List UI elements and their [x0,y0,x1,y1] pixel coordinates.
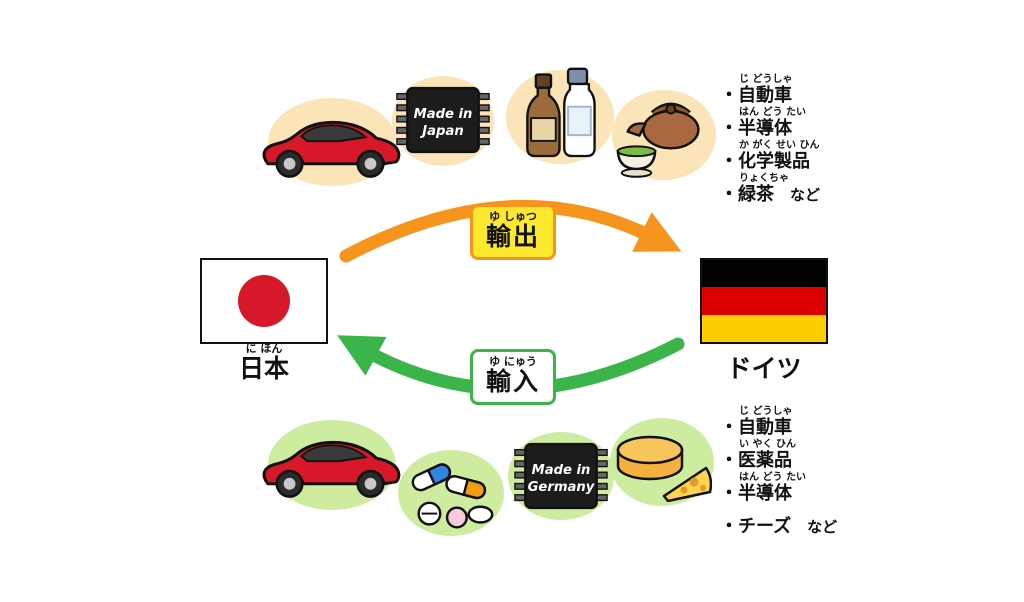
item-label: 緑茶 [738,184,774,205]
bullet: ・ [720,450,738,471]
germany-name: ドイツ [726,354,802,383]
import-label-box: ゆ にゅう 輸入 [470,349,556,405]
item-label: チーズ [738,516,792,537]
list-item: い やく ひん ・医薬品 [720,439,960,471]
export-goods-list: じ どうしゃ ・自動車 はん どう たい ・半導体 か がく せい ひん ・化学… [720,74,960,206]
item-suffix: など [807,518,838,536]
list-item: じ どうしゃ ・自動車 [720,74,960,106]
item-furigana: はん どう たい [739,107,806,118]
japan-name: 日本 [238,354,289,383]
car-icon [256,116,404,182]
item-label: 半導体 [738,483,792,504]
chemical-bottles-icon [526,67,596,158]
chip-made-in-germany-line2: Germany [528,480,596,495]
item-furigana: か がく せい ひん [739,140,820,151]
germany-country-label: ドイツ [700,354,828,384]
list-item: ・チーズなど [720,505,960,537]
list-item: はん どう たい ・半導体 [720,107,960,139]
cheese-icon [616,435,712,502]
japan-flag-sun [238,275,290,327]
item-furigana: りょくちゃ [739,173,789,184]
japan-furigana: に ほん [245,342,283,355]
item-furigana: じ どうしゃ [739,406,793,417]
item-suffix: など [790,186,821,204]
bullet: ・ [720,417,738,438]
bullet: ・ [720,118,738,139]
item-label: 自動車 [738,417,792,438]
japan-flag [200,258,328,344]
import-furigana: ゆ にゅう [489,355,537,368]
import-goods-list: じ どうしゃ ・自動車 い やく ひん ・医薬品 はん どう たい ・半導体 ・… [720,406,960,538]
chip-made-in-japan-line1: Made in [414,107,473,122]
car-icon [256,436,404,502]
bullet: ・ [720,151,738,172]
item-furigana: い やく ひん [739,439,796,450]
list-item: じ どうしゃ ・自動車 [720,406,960,438]
germany-flag-red-stripe [702,287,826,315]
germany-flag-gold-stripe [702,314,826,342]
import-kanji: 輸入 [485,367,540,397]
green-tea-icon [616,102,700,178]
list-item: はん どう たい ・半導体 [720,472,960,504]
chip-made-in-germany-line1: Made in [532,463,591,478]
item-furigana: じ どうしゃ [739,74,793,85]
item-label: 化学製品 [738,151,810,172]
bullet: ・ [720,516,738,537]
bullet: ・ [720,85,738,106]
bullet: ・ [720,184,738,205]
item-label: 医薬品 [738,450,792,471]
export-furigana: ゆ しゅつ [489,210,537,223]
list-item: か がく せい ひん ・化学製品 [720,140,960,172]
item-label: 半導体 [738,118,792,139]
germany-flag-black-stripe [702,260,826,288]
item-furigana: はん どう たい [739,472,806,483]
chip-made-in-japan-line2: Japan [419,124,463,139]
list-item: りょくちゃ ・緑茶など [720,173,960,205]
medicine-pills-icon [411,463,494,529]
export-kanji: 輸出 [485,222,540,252]
semiconductor-chip-icon: Made in Germany [514,438,608,514]
germany-flag [700,258,828,344]
item-label: 自動車 [738,85,792,106]
export-label-box: ゆ しゅつ 輸出 [470,204,556,260]
japan-country-label: に ほん 日本 [200,343,328,384]
semiconductor-chip-icon: Made in Japan [396,82,490,158]
bullet: ・ [720,483,738,504]
